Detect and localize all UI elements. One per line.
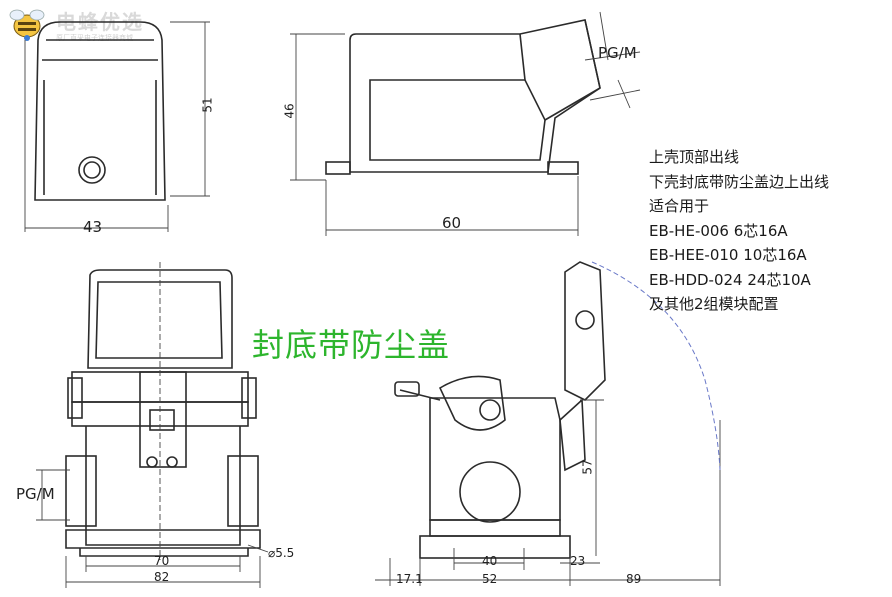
dim-label-height-side-base: 57 (580, 459, 595, 475)
dim-label-height-side: 46 (282, 103, 297, 119)
note-line: 上壳顶部出线 (649, 148, 740, 166)
dim-lines-base-side (375, 399, 721, 586)
dim-label-inner-side: 40 (482, 554, 498, 568)
watermark-tagline: 原厂直采电子连接器商城 (56, 34, 133, 42)
diagram-caption: 封底带防尘盖 (252, 326, 451, 364)
dim-lines-side (290, 11, 641, 236)
dim-label-hole: ⌀5.5 (268, 546, 295, 560)
base-front-view (65, 269, 261, 557)
bee-logo-icon (4, 4, 50, 44)
note-line: 下壳封底带防尘盖边上出线 (649, 172, 830, 191)
dim-label-side-offset: 23 (570, 554, 586, 568)
hood-side-view (325, 19, 601, 175)
dim-label-inner-base: 70 (154, 554, 170, 568)
note-line: EB-HEE-010 10芯16A (649, 246, 807, 264)
note-line: EB-HE-006 6芯16A (649, 221, 788, 240)
hood-front-view (34, 21, 166, 201)
dim-lines-base-front (36, 262, 269, 588)
dim-lines-front (24, 21, 210, 232)
dim-label-outer-base: 82 (154, 570, 170, 584)
dim-label-height-front: 51 (200, 97, 215, 113)
note-line: 适合用于 (649, 197, 710, 215)
base-side-view (394, 261, 606, 559)
dim-label-thread-base: PG/M (16, 485, 55, 503)
dim-label-base-side: 52 (482, 572, 498, 586)
dim-label-offset: 17.1 (396, 572, 423, 586)
dim-label-thread-side: PG/M (598, 44, 637, 62)
spec-notes: 上壳顶部出线 下壳封底带防尘盖边上出线 适合用于 EB-HE-006 6芯16A… (649, 145, 829, 317)
note-line: EB-HDD-024 24芯10A (649, 270, 811, 289)
note-line: 及其他2组模块配置 (649, 295, 779, 313)
dim-label-open: 89 (626, 572, 642, 586)
dim-label-width-front: 43 (83, 218, 103, 236)
dim-label-width-side: 60 (442, 214, 462, 232)
